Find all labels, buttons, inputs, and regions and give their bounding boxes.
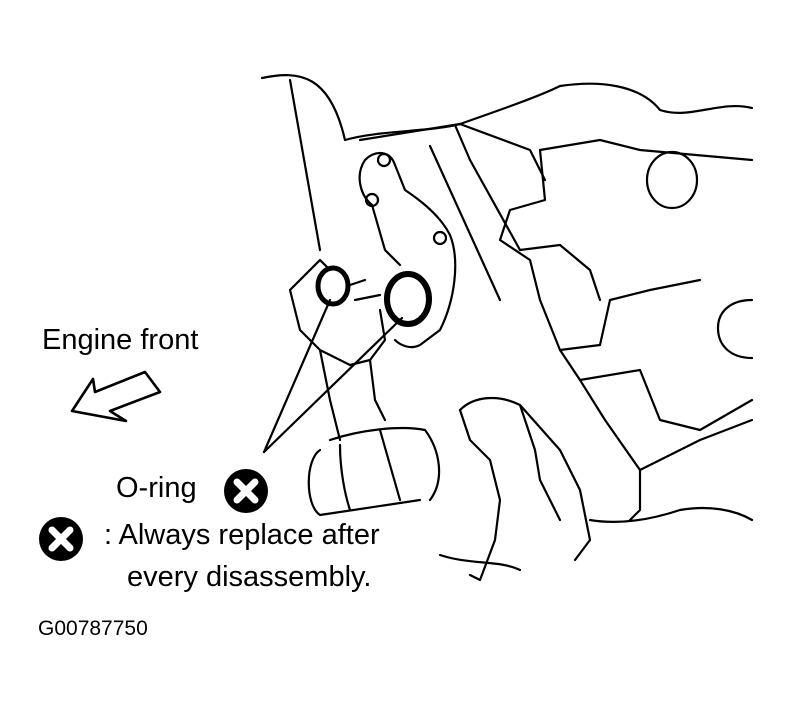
leader-line-right xyxy=(262,316,404,454)
o-ring-left xyxy=(315,265,351,307)
circled-x-legend-icon xyxy=(39,517,83,561)
cylinder-block-body xyxy=(498,138,754,522)
flange-bolt-hole-top xyxy=(376,152,392,168)
thermostat-housing xyxy=(288,258,387,442)
block-bore-right xyxy=(716,298,754,360)
hose-bracket xyxy=(458,396,592,582)
circled-x-icon xyxy=(224,469,268,513)
water-outlet-flange xyxy=(358,152,457,349)
block-bore-upper xyxy=(645,150,699,210)
hollow-arrow-left-icon xyxy=(70,370,162,423)
water-pipe xyxy=(307,426,441,517)
engine-block-top-edge xyxy=(260,74,754,252)
cylinder-block-ledge xyxy=(518,243,754,432)
engine-front-label: Engine front xyxy=(42,324,199,356)
engine-block-rib xyxy=(358,122,547,302)
replace-note-line2: every disassembly. xyxy=(127,561,372,593)
flange-bolt-hole-side xyxy=(432,230,448,246)
figure-code: G00787750 xyxy=(38,617,148,640)
lower-block-edge xyxy=(438,506,754,572)
o-ring-right xyxy=(384,271,432,327)
flange-bolt-hole-low xyxy=(364,192,380,208)
replace-note-line1: : Always replace after xyxy=(104,519,380,551)
o-ring-label: O-ring xyxy=(116,472,197,504)
leader-line-left xyxy=(262,298,332,454)
